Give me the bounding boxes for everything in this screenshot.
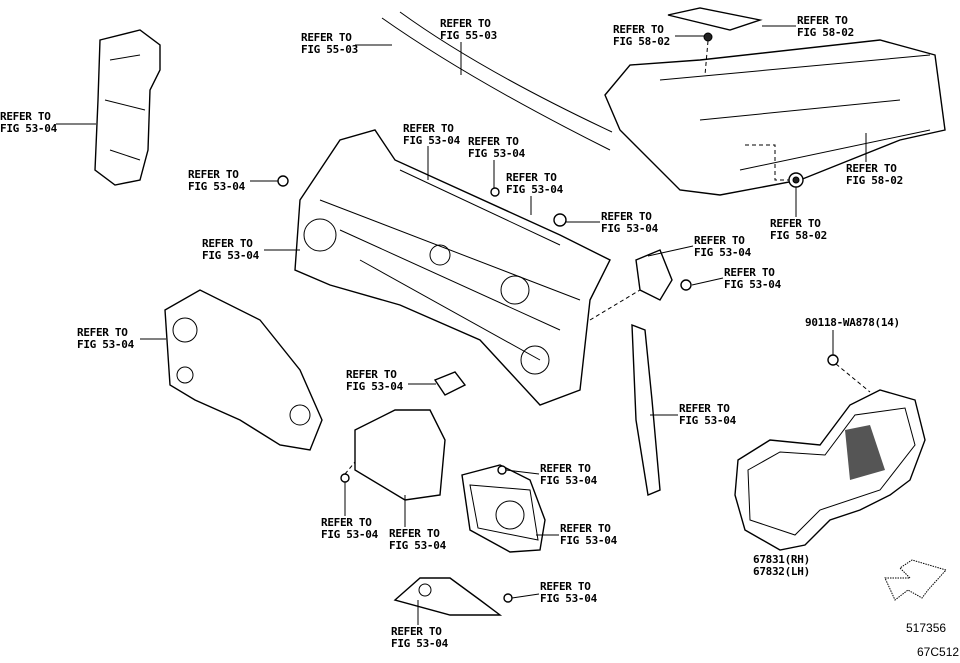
right-vertical-insulator: [631, 323, 661, 496]
windshield-seal-outer: [381, 17, 611, 151]
left-upper-insulator: [94, 29, 161, 186]
dash-insulator-outer: [604, 39, 946, 196]
bottom-insulator: [393, 577, 503, 616]
dash-panel: [294, 129, 611, 406]
door-trim-panel: [734, 389, 926, 551]
front-direction-arrow-icon: [884, 559, 947, 601]
figure-code: 67C512: [917, 645, 960, 659]
windshield-seal-inner: [399, 11, 613, 133]
clip-part-number[interactable]: 90118-WA878(14): [805, 316, 900, 329]
panel-part-numbers[interactable]: 67831(RH)67832(LH): [753, 553, 810, 578]
hole-cover: [667, 7, 763, 31]
illustration-id: 517356: [906, 621, 947, 635]
leader-lines: [56, 25, 867, 625]
left-lower-insulator: [164, 289, 323, 451]
center-lower-insulator: [354, 409, 446, 501]
